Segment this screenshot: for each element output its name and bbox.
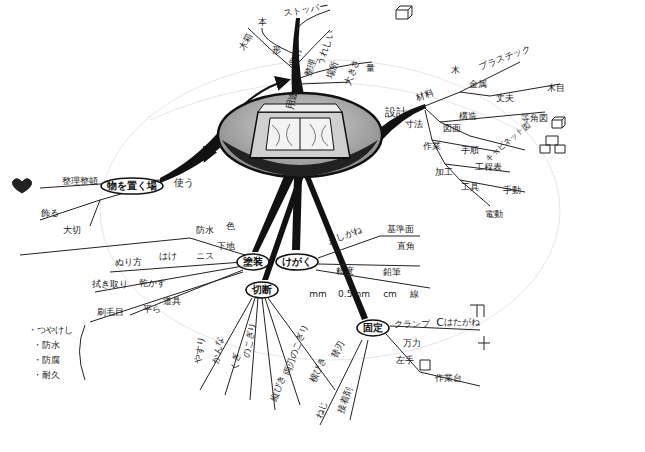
branch-word: 収納 [289,48,304,68]
branch-word: ・耐久 [33,371,60,380]
branch-word: のこぎり [242,321,257,358]
branch-word: 木箱 [238,32,255,52]
circled-keyword: 塗装 [237,254,269,270]
branch-word: mm [309,290,327,299]
ghost-sketch [100,60,560,360]
branch-word: ・防水 [33,341,60,350]
branch-word: やすり [193,336,207,364]
branch-word: 飾る [41,209,59,218]
branch-word: ・つやけし [28,326,73,335]
branch-word: 平ら [143,305,161,314]
branch-word: 図面 [443,124,461,133]
branch-trunks [160,18,426,320]
branch-word: さしがね [327,226,364,247]
keyword-text: 固定 [363,323,383,333]
branch-word: 拭き取り [92,280,128,289]
branch-word: 丈夫 [496,94,514,103]
circled-keyword: 物を置く場 [101,178,163,194]
circled-keyword: 切断 [246,282,278,298]
branch-word: 0.5mm [338,290,370,299]
branch-word: 場所 [326,60,341,80]
branch-word: 防水 [196,226,214,235]
branch-word: 整理整頓 [62,177,98,186]
branch-word: 鉛筆 [383,268,401,277]
branch-word: 手順 [461,146,479,155]
branch-word: 乾かす [139,279,166,288]
branch-word: cm [383,290,397,299]
branch-word: 設計 [385,107,407,118]
branch-word: くぎ [230,352,242,371]
branch-word: 工具 [461,183,479,192]
branch-word: 大切 [63,226,81,235]
branch-word: 木 [451,66,460,75]
circled-keyword: けがく [276,254,318,270]
branch-word: 色 [226,222,235,231]
branch-word: 金属 [469,80,487,89]
branch-word: 本 [258,18,267,27]
branch-word: 基準面 [387,225,414,234]
circled-keyword: 固定 [357,320,389,336]
branch-word: 木目 [547,84,565,93]
branch-word: 直角 [397,242,415,251]
branch-word: ニス [196,252,214,261]
branch-word: はたがね [444,318,480,327]
branch-word: 精度 [336,267,354,276]
branch-word: 万力 [403,339,421,348]
keyword-text: 切断 [252,285,272,295]
branch-word: 道具 [163,297,181,306]
branch-word: 下地 [217,242,235,251]
central-illustration [218,93,382,177]
branch-word: ・防腐 [33,356,60,365]
branch-word: 縦びき [269,374,287,402]
branch-word: 手動 [503,186,521,195]
branch-word: 形 [272,46,281,55]
branch-lines [20,10,560,425]
branch-word: 構造 [459,112,477,121]
branch-word: 使う [174,178,194,188]
branch-word: 電動 [485,210,503,219]
keyword-text: 塗装 [243,257,263,267]
branch-word: 工程表 [475,163,502,172]
branch-word: ストッパー [283,2,329,19]
branch-word: 替刃 [330,340,347,360]
branch-word: 大きさ [343,58,361,86]
branch-word: 作業 [423,142,441,151]
branch-word: 作業台 [435,374,462,383]
branch-word: 接着剤 [336,386,354,414]
branch-word: 加工 [435,168,453,177]
keyword-text: けがく [282,257,312,267]
branch-word: 材料 [415,89,435,104]
branch-word: 量 [366,64,375,73]
branch-word: はけ [159,252,177,261]
branch-word: クランプ [394,320,430,329]
branch-word: キャビネット図 [484,121,532,163]
branch-word: 寸法 [405,120,423,129]
small-sketches [12,6,565,370]
branch-word: ぬり方 [115,258,142,267]
branch-word: 左手 [396,356,414,365]
branch-word: 等角図 [521,114,548,123]
branch-word: 刷毛目 [97,308,124,317]
branch-word: C [436,317,444,328]
branch-word: 横びき [308,356,328,384]
branch-word: 線 [410,290,419,299]
branch-word: プラスチック [478,45,532,72]
keyword-text: 物を置く場 [107,181,157,191]
